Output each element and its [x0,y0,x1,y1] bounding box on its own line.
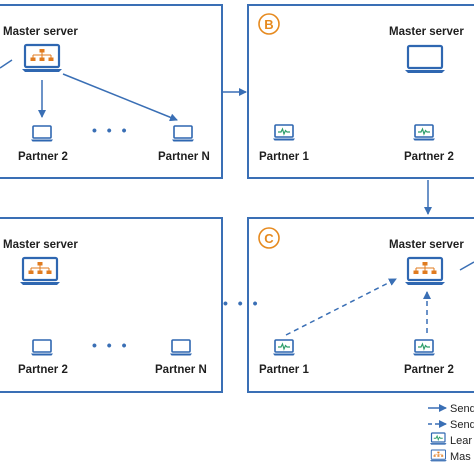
panel-c-partner-1-laptop-icon [272,339,296,357]
panel-d-partner-2-label: Partner 2 [18,364,68,376]
panel-a-partner-n-label: Partner N [158,151,210,163]
panel-a-partner-2-label: Partner 2 [18,151,68,163]
panel-d: Master server • • • Partner 2 Partner N [0,217,223,393]
panel-b-stage-letter: B [264,17,273,32]
panel-b-partner-1-laptop-icon [272,124,296,142]
panel-a-arrow-to-partner-n [62,73,178,122]
legend-item-1-label: Send [450,403,474,415]
panel-a-partner-2-laptop-icon [30,125,54,143]
panel-d-ellipsis: • • • [92,337,129,353]
panel-b-border [247,4,474,179]
panel-b-partner-1-label: Partner 1 [259,151,309,163]
legend: Send Send Lear Mas [428,403,474,463]
legend-item-4-label: Mas [450,451,471,463]
panel-a-ellipsis: • • • [92,122,129,138]
panel-a-arrow-offscreen [0,59,13,69]
panel-b-stage-badge [258,13,280,35]
panel-c-stage-letter: C [264,231,274,246]
panel-d-partner-2-laptop-icon [30,339,54,357]
panel-c-stage-badge [258,227,280,249]
panel-c-dashed-arrow-partner-1 [285,278,397,336]
panel-c-master-label: Master server [389,239,464,251]
panel-b-partner-2-label: Partner 2 [404,151,454,163]
legend-learning-laptop-icon [429,432,448,446]
panel-c-partner-1-label: Partner 1 [259,364,309,376]
panel-d-border [0,217,223,393]
panel-d-master-laptop-icon [18,256,62,287]
legend-item-3-label: Lear [450,435,472,447]
panel-a-master-label: Master server [3,26,78,38]
panel-c: C Master server Partner 1 Partner 2 [247,217,474,393]
panel-a: Master server • • • Partner 2 Partner N [0,4,223,179]
panel-b-partner-2-laptop-icon [412,124,436,142]
panel-c-master-laptop-icon [403,256,447,287]
panel-b: B Master server Partner 1 Partner 2 [247,4,474,179]
panel-d-partner-n-label: Partner N [155,364,207,376]
panel-b-master-laptop-icon [403,44,447,75]
panel-c-border [247,217,474,393]
panel-c-partner-2-laptop-icon [412,339,436,357]
panel-b-master-label: Master server [389,26,464,38]
panel-d-master-label: Master server [3,239,78,251]
panel-a-partner-n-laptop-icon [171,125,195,143]
panel-c-partner-2-label: Partner 2 [404,364,454,376]
between-panels-ellipsis: • • • [223,295,260,311]
legend-model-laptop-icon [429,449,448,462]
legend-item-2-label: Send [450,419,474,431]
panel-a-master-laptop-icon [20,43,64,74]
panel-d-partner-n-laptop-icon [169,339,193,357]
panel-c-arrow-offscreen [459,261,474,271]
